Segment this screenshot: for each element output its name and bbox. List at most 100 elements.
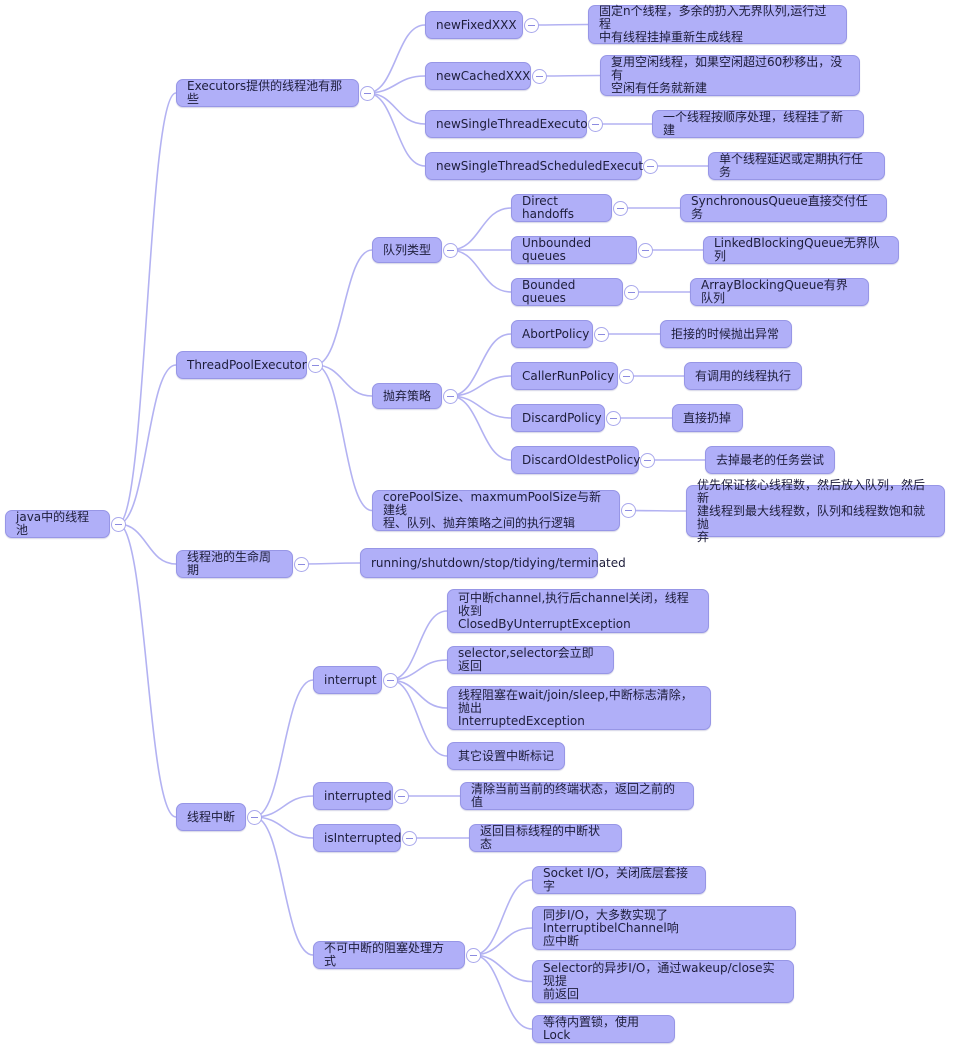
collapse-toggle-icon[interactable] <box>612 200 628 216</box>
newsingle-node[interactable]: newSingleThreadExecutor <box>425 110 593 138</box>
connector-line <box>389 679 448 757</box>
interrupted-desc[interactable]: 清除当前当前的终端状态，返回之前的值 <box>460 782 694 810</box>
collapse-toggle-icon[interactable] <box>442 242 458 258</box>
connector-line <box>314 364 373 512</box>
connector-line <box>253 816 314 956</box>
connector-line <box>389 610 448 681</box>
blocking-item[interactable]: 同步I/O，大多数实现了InterruptibelChannel响 应中断 <box>532 906 796 950</box>
collapse-toggle-icon[interactable] <box>382 672 398 688</box>
connector-line <box>314 364 373 397</box>
newscheduled-node[interactable]: newSingleThreadScheduledExecutor <box>425 152 655 180</box>
connector-line <box>449 395 512 419</box>
connector-line <box>530 23 589 26</box>
newsingle-desc[interactable]: 一个线程按顺序处理，线程挂了新建 <box>652 110 864 138</box>
interrupt-item[interactable]: 其它设置中断标记 <box>447 742 565 770</box>
collapse-toggle-icon[interactable] <box>246 809 262 825</box>
queue-type-node[interactable]: 队列类型 <box>372 237 442 263</box>
root-node[interactable]: java中的线程池 <box>5 510 110 538</box>
collapse-toggle-icon[interactable] <box>587 116 603 132</box>
connector-line <box>449 207 512 251</box>
connector-line <box>366 92 426 167</box>
connector-line <box>449 333 512 397</box>
connector-line <box>472 927 533 956</box>
unbounded-queues-desc[interactable]: LinkedBlockingQueue无界队列 <box>703 236 899 264</box>
discard-oldest-policy-node[interactable]: DiscardOldestPolicy <box>511 446 640 474</box>
collapse-toggle-icon[interactable] <box>620 503 636 518</box>
collapse-toggle-icon[interactable] <box>465 947 481 963</box>
connector-line <box>314 249 373 366</box>
connector-line <box>449 395 512 461</box>
interrupt-item[interactable]: selector,selector会立即返回 <box>447 646 614 674</box>
connector-line <box>366 24 426 94</box>
collapse-toggle-icon[interactable] <box>442 388 458 404</box>
lifecycle-node[interactable]: 线程池的生命周期 <box>176 550 293 578</box>
collapse-toggle-icon[interactable] <box>293 556 309 572</box>
lifecycle-states[interactable]: running/shutdown/stop/tidying/terminated <box>360 548 626 578</box>
connector-line <box>389 679 448 709</box>
blocking-item[interactable]: 等待内置锁，使用Lock <box>532 1015 675 1043</box>
connector-line <box>366 92 426 125</box>
collapse-toggle-icon[interactable] <box>642 158 658 174</box>
connector-line <box>472 879 533 956</box>
collapse-toggle-icon[interactable] <box>359 85 375 101</box>
interrupt-item[interactable]: 可中断channel,执行后channel关闭，线程收到 ClosedByUnt… <box>447 589 709 633</box>
newcached-desc[interactable]: 复用空闲线程，如果空闲超过60秒移出，没有 空闲有任务就新建 <box>600 55 860 96</box>
thread-interrupt-node[interactable]: 线程中断 <box>176 803 246 831</box>
connector-line <box>117 523 177 818</box>
newfixed-desc[interactable]: 固定n个线程，多余的扔入无界队列,运行过程 中有线程挂掉重新生成线程 <box>588 5 847 44</box>
interrupt-item[interactable]: 线程阻塞在wait/join/sleep,中断标志清除，抛出 Interrupt… <box>447 686 711 730</box>
direct-handoffs-desc[interactable]: SynchronousQueue直接交付任务 <box>680 194 887 222</box>
direct-handoffs-node[interactable]: Direct handoffs <box>511 194 612 222</box>
core-pool-desc[interactable]: 优先保证核心线程数，然后放入队列，然后新 建线程到最大线程数，队列和线程数饱和就… <box>686 478 945 543</box>
discard-policy-node[interactable]: DiscardPolicy <box>511 404 605 432</box>
connector-line <box>472 954 533 1030</box>
newfixed-node[interactable]: newFixedXXX <box>425 11 523 39</box>
collapse-toggle-icon[interactable] <box>523 17 539 33</box>
collapse-toggle-icon[interactable] <box>531 68 547 84</box>
blocking-item[interactable]: Socket I/O，关闭底层套接字 <box>532 866 706 894</box>
blocking-node[interactable]: 不可中断的阻塞处理方式 <box>313 941 465 969</box>
isinterrupted-node[interactable]: isInterrupted <box>313 824 401 852</box>
discard-policy-desc[interactable]: 直接扔掉 <box>672 404 743 432</box>
reject-policy-node[interactable]: 抛弃策略 <box>372 383 442 409</box>
connector-line <box>117 364 177 525</box>
connector-line <box>253 795 314 818</box>
connector-line <box>117 523 177 565</box>
collapse-toggle-icon[interactable] <box>110 516 126 532</box>
connector-line <box>300 562 361 565</box>
abort-policy-node[interactable]: AbortPolicy <box>511 320 593 348</box>
connector-line <box>627 509 687 512</box>
collapse-toggle-icon[interactable] <box>401 830 417 846</box>
tpe-node[interactable]: ThreadPoolExecutor <box>176 351 307 379</box>
collapse-toggle-icon[interactable] <box>618 368 634 384</box>
executors-node[interactable]: Executors提供的线程池有那些 <box>176 79 359 107</box>
newscheduled-desc[interactable]: 单个线程延迟或定期执行任务 <box>708 152 885 180</box>
connector-line <box>253 679 314 818</box>
connector-line <box>472 954 533 983</box>
collapse-toggle-icon[interactable] <box>639 452 655 468</box>
collapse-toggle-icon[interactable] <box>307 357 323 373</box>
connector-line <box>538 74 601 77</box>
collapse-toggle-icon[interactable] <box>393 788 409 804</box>
abort-policy-desc[interactable]: 拒接的时候抛出异常 <box>660 320 792 348</box>
connector-line <box>449 249 512 293</box>
collapse-toggle-icon[interactable] <box>637 242 653 258</box>
unbounded-queues-node[interactable]: Unbounded queues <box>511 236 637 264</box>
collapse-toggle-icon[interactable] <box>605 410 621 426</box>
blocking-item[interactable]: Selector的异步I/O，通过wakeup/close实现提 前返回 <box>532 960 794 1003</box>
connector-line <box>117 92 177 525</box>
newcached-node[interactable]: newCachedXXX <box>425 62 531 90</box>
connector-line <box>449 375 512 397</box>
caller-run-policy-desc[interactable]: 有调用的线程执行 <box>684 362 802 390</box>
isinterrupted-desc[interactable]: 返回目标线程的中断状态 <box>469 824 622 852</box>
core-pool-node[interactable]: corePoolSize、maxmumPoolSize与新建线 程、队列、抛弃策… <box>372 490 620 531</box>
caller-run-policy-node[interactable]: CallerRunPolicy <box>511 362 618 390</box>
bounded-queues-desc[interactable]: ArrayBlockingQueue有界队列 <box>690 278 869 306</box>
discard-oldest-policy-desc[interactable]: 去掉最老的任务尝试 <box>705 446 835 474</box>
interrupt-node[interactable]: interrupt <box>313 666 382 694</box>
collapse-toggle-icon[interactable] <box>623 284 639 300</box>
collapse-toggle-icon[interactable] <box>593 326 609 342</box>
connector-line <box>253 816 314 839</box>
bounded-queues-node[interactable]: Bounded queues <box>511 278 623 306</box>
interrupted-node[interactable]: interrupted <box>313 782 393 810</box>
